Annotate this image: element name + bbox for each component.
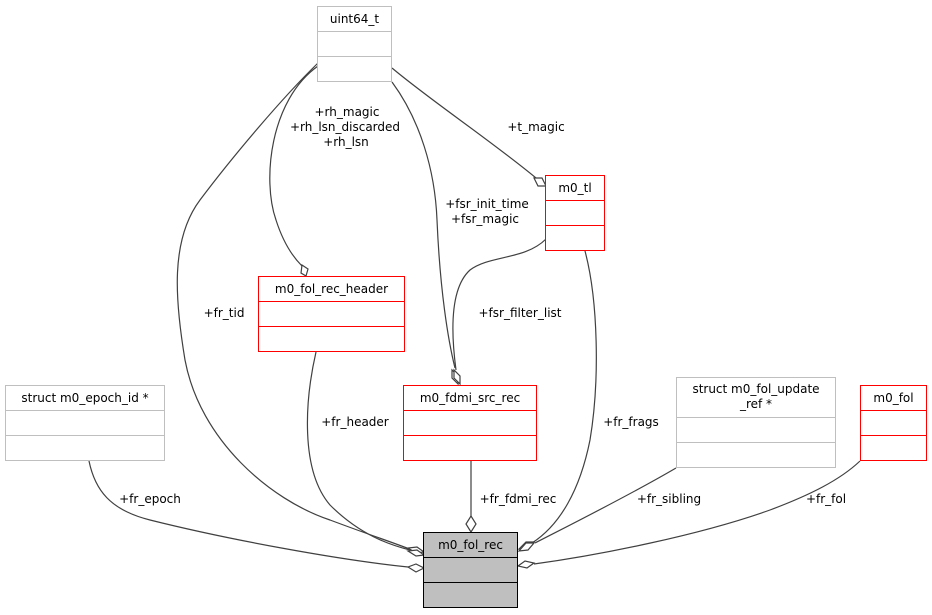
class-node-m0-fdmi-src-rec[interactable]: m0_fdmi_src_rec xyxy=(403,385,537,461)
class-node-m0-epoch-id[interactable]: struct m0_epoch_id * xyxy=(5,385,165,461)
edge-fsr-filter-list xyxy=(452,238,547,371)
node-title: m0_fdmi_src_rec xyxy=(420,391,520,405)
class-node-uint64-t[interactable]: uint64_t xyxy=(317,6,392,82)
node-title-line1: struct m0_fol_update xyxy=(692,382,819,396)
edge-label-rh-magic: +rh_magic xyxy=(315,105,380,119)
edge-label-fr-fdmi-rec: +fr_fdmi_rec xyxy=(480,492,557,506)
aggregation-diamond xyxy=(300,263,309,277)
edge-fr-epoch xyxy=(88,460,409,568)
class-node-m0-fol[interactable]: m0_fol xyxy=(860,385,927,461)
edge-label-fr-header: +fr_header xyxy=(321,415,389,429)
aggregation-diamond xyxy=(517,542,536,552)
node-title: m0_fol xyxy=(873,391,913,405)
edge-label-fr-epoch: +fr_epoch xyxy=(119,492,181,506)
class-node-m0-fol-rec-header[interactable]: m0_fol_rec_header xyxy=(258,276,405,352)
edge-label-rh-lsn: +rh_lsn xyxy=(323,135,369,149)
edge-fr-sibling xyxy=(534,467,677,544)
edge-rh-fields xyxy=(269,65,319,267)
node-title: m0_fol_rec xyxy=(438,538,503,552)
aggregation-diamond xyxy=(406,563,426,573)
edge-label-fsr-magic: +fsr_magic xyxy=(451,212,519,226)
edge-label-fr-sibling: +fr_sibling xyxy=(637,492,701,506)
class-node-m0-tl[interactable]: m0_tl xyxy=(545,175,605,251)
edge-fr-frags xyxy=(531,250,597,544)
edge-fr-header xyxy=(306,351,411,551)
node-title: m0_tl xyxy=(558,181,591,195)
edge-fr-tid xyxy=(176,62,413,551)
edge-fsr-fields xyxy=(391,81,456,369)
edge-label-rh-lsn-discarded: +rh_lsn_discarded xyxy=(290,120,400,134)
node-title-line2: _ref * xyxy=(739,397,772,411)
aggregation-diamond xyxy=(406,549,426,557)
class-node-m0-fol-update-ref[interactable]: struct m0_fol_update _ref * xyxy=(676,377,836,468)
edge-label-fr-tid: +fr_tid xyxy=(204,306,245,320)
node-title: struct m0_epoch_id * xyxy=(21,391,148,405)
edge-label-t-magic: +t_magic xyxy=(507,120,564,134)
edge-label-fr-fol: +fr_fol xyxy=(806,492,846,506)
edge-t-magic xyxy=(391,67,537,179)
class-node-m0-fol-rec[interactable]: m0_fol_rec xyxy=(423,532,518,608)
aggregation-diamond xyxy=(453,368,461,386)
aggregation-diamond xyxy=(516,560,536,569)
node-title: m0_fol_rec_header xyxy=(275,282,388,296)
edge-fr-fol xyxy=(533,460,861,565)
node-title: uint64_t xyxy=(330,12,380,26)
edge-label-fsr-filter-list: +fsr_filter_list xyxy=(478,306,561,320)
aggregation-diamond xyxy=(465,514,477,534)
aggregation-diamond xyxy=(533,177,547,187)
edge-label-fr-frags: +fr_frags xyxy=(603,415,659,429)
edge-label-fsr-init-time: +fsr_init_time xyxy=(445,197,529,211)
